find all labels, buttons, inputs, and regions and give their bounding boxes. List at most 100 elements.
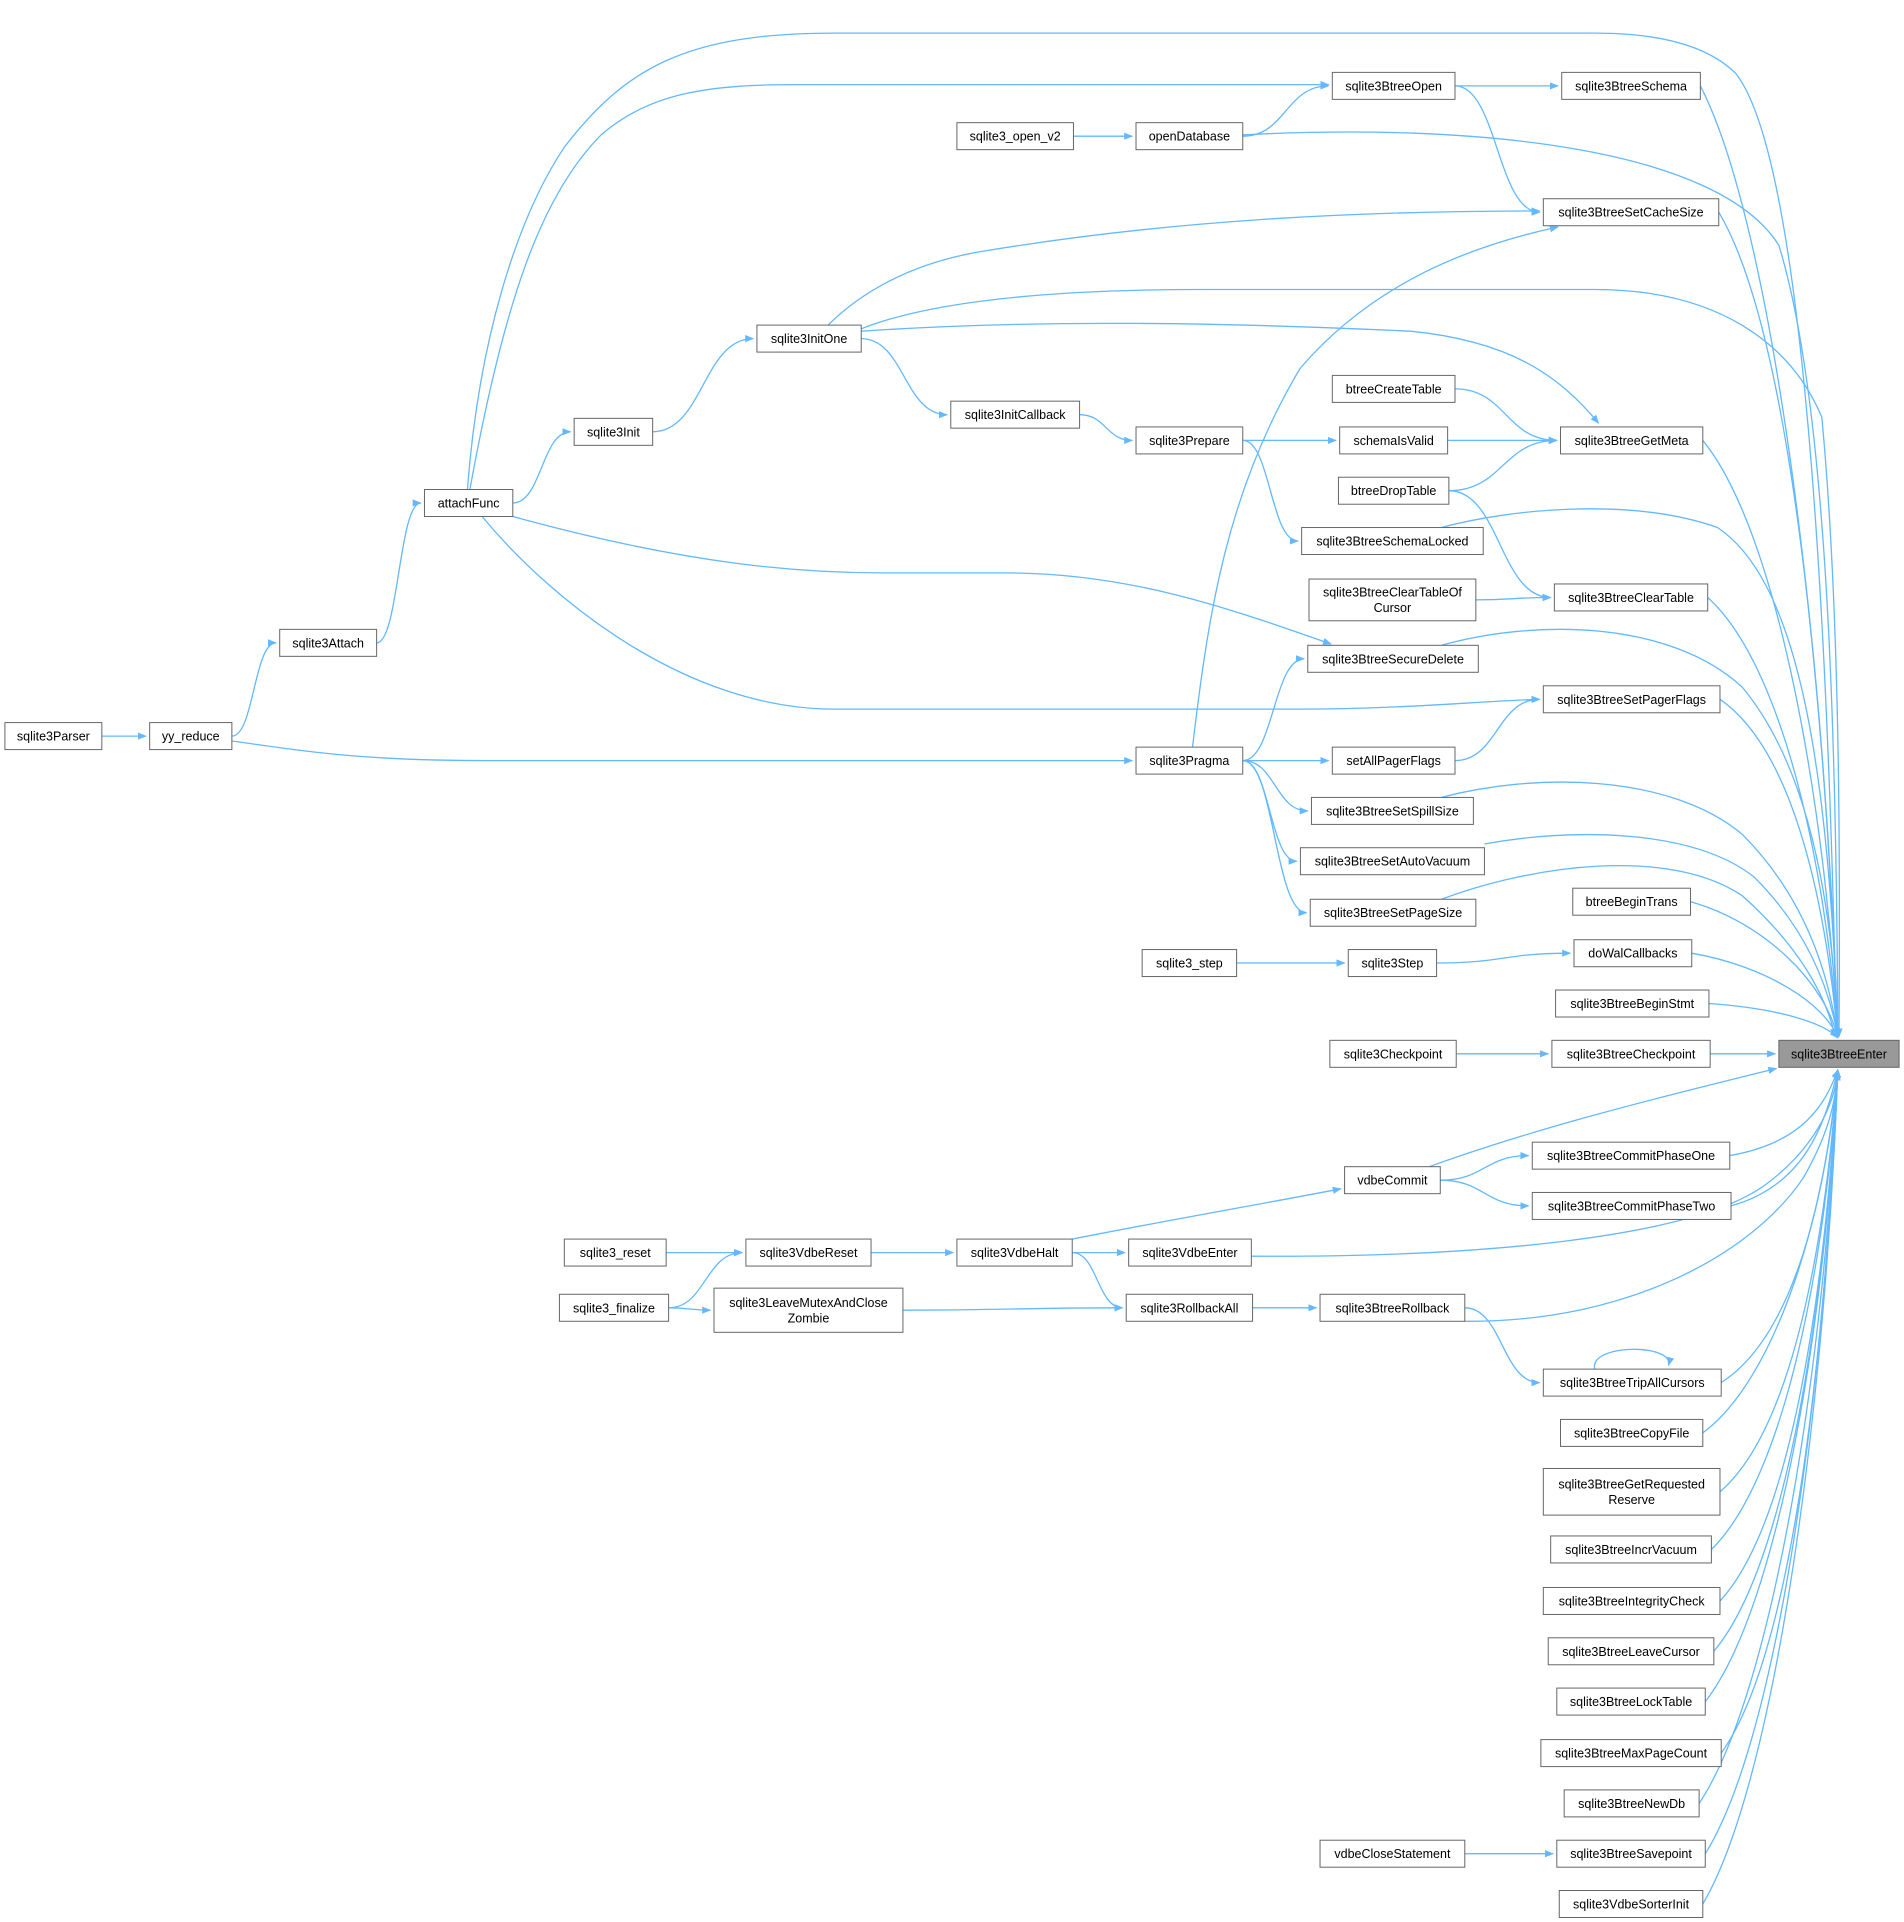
node-label: sqlite3BtreeGetRequested bbox=[1558, 1478, 1705, 1492]
node-vdbeCommit[interactable]: vdbeCommit bbox=[1344, 1166, 1441, 1195]
node-label: sqlite3BtreeSetAutoVacuum bbox=[1315, 855, 1470, 869]
node-label: sqlite3InitOne bbox=[771, 332, 847, 346]
node-box bbox=[956, 1238, 1073, 1267]
node-sqlite3VdbeEnter[interactable]: sqlite3VdbeEnter bbox=[1128, 1238, 1252, 1267]
node-label: sqlite3BtreeSetSpillSize bbox=[1326, 804, 1459, 818]
node-box bbox=[1561, 71, 1701, 100]
node-sqlite3BtreeCopyFile[interactable]: sqlite3BtreeCopyFile bbox=[1559, 1418, 1704, 1447]
node-box bbox=[1542, 1368, 1722, 1397]
node-sqlite3BtreeSetPagerFlags[interactable]: sqlite3BtreeSetPagerFlags bbox=[1542, 685, 1721, 714]
node-sqlite3Attach[interactable]: sqlite3Attach bbox=[279, 628, 378, 657]
node-sqlite3BtreeSetAutoVacuum[interactable]: sqlite3BtreeSetAutoVacuum bbox=[1299, 847, 1485, 876]
edge-vdbeCommit-to-sqlite3BtreeCommitPhaseTwo bbox=[1440, 1179, 1530, 1210]
node-box bbox=[423, 488, 514, 517]
node-sqlite3BtreeGetMeta[interactable]: sqlite3BtreeGetMeta bbox=[1559, 426, 1704, 455]
node-box bbox=[745, 1238, 872, 1267]
node-box bbox=[1550, 1535, 1712, 1564]
node-vdbeCloseStatement[interactable]: vdbeCloseStatement bbox=[1319, 1839, 1466, 1868]
node-label: vdbeCommit bbox=[1357, 1174, 1428, 1188]
node-box bbox=[1551, 1039, 1711, 1068]
node-sqlite3BtreeSchemaLocked[interactable]: sqlite3BtreeSchemaLocked bbox=[1301, 527, 1484, 556]
node-sqlite3BtreeSavepoint[interactable]: sqlite3BtreeSavepoint bbox=[1556, 1839, 1706, 1868]
node-setAllPagerFlags[interactable]: setAllPagerFlags bbox=[1331, 746, 1456, 775]
node-sqlite3VdbeHalt[interactable]: sqlite3VdbeHalt bbox=[956, 1238, 1073, 1267]
node-sqlite3BtreeRollback[interactable]: sqlite3BtreeRollback bbox=[1319, 1293, 1466, 1322]
node-sqlite3_reset[interactable]: sqlite3_reset bbox=[563, 1238, 667, 1267]
node-yy_reduce[interactable]: yy_reduce bbox=[149, 722, 233, 751]
node-sqlite3Pragma[interactable]: sqlite3Pragma bbox=[1135, 746, 1244, 775]
node-label: sqlite3_finalize bbox=[573, 1301, 655, 1315]
node-box bbox=[1319, 1293, 1466, 1322]
node-attachFunc[interactable]: attachFunc bbox=[423, 488, 514, 517]
node-sqlite3BtreeEnter[interactable]: sqlite3BtreeEnter bbox=[1778, 1039, 1900, 1068]
node-sqlite3BtreeSetCacheSize[interactable]: sqlite3BtreeSetCacheSize bbox=[1542, 198, 1720, 227]
node-sqlite3BtreeSetSpillSize[interactable]: sqlite3BtreeSetSpillSize bbox=[1310, 796, 1474, 825]
node-sqlite3VdbeReset[interactable]: sqlite3VdbeReset bbox=[745, 1238, 872, 1267]
node-sqlite3Step[interactable]: sqlite3Step bbox=[1347, 949, 1438, 978]
edge-sqlite3BtreeSetPagerFlags-to-sqlite3BtreeEnter bbox=[1719, 698, 1841, 1039]
node-box bbox=[573, 417, 654, 446]
node-box bbox=[1547, 1637, 1715, 1666]
edge-sqlite3Pragma-to-sqlite3BtreeSetSpillSize bbox=[1242, 759, 1309, 815]
node-box bbox=[1347, 949, 1438, 978]
node-sqlite3BtreeCommitPhaseOne[interactable]: sqlite3BtreeCommitPhaseOne bbox=[1531, 1141, 1731, 1170]
node-sqlite3Parser[interactable]: sqlite3Parser bbox=[4, 722, 103, 751]
node-label: sqlite3BtreeEnter bbox=[1791, 1047, 1887, 1061]
node-sqlite3BtreeIntegrityCheck[interactable]: sqlite3BtreeIntegrityCheck bbox=[1542, 1586, 1721, 1615]
node-sqlite3Prepare[interactable]: sqlite3Prepare bbox=[1135, 426, 1244, 455]
node-sqlite3_step[interactable]: sqlite3_step bbox=[1141, 949, 1238, 978]
node-sqlite3_open_v2[interactable]: sqlite3_open_v2 bbox=[956, 122, 1074, 151]
node-schemaIsValid[interactable]: schemaIsValid bbox=[1339, 426, 1449, 455]
node-sqlite3Init[interactable]: sqlite3Init bbox=[573, 417, 654, 446]
node-sqlite3BtreeLockTable[interactable]: sqlite3BtreeLockTable bbox=[1556, 1687, 1706, 1716]
node-label: sqlite3BtreeCheckpoint bbox=[1567, 1047, 1696, 1061]
node-sqlite3BtreeOpen[interactable]: sqlite3BtreeOpen bbox=[1331, 71, 1456, 100]
node-btreeBeginTrans[interactable]: btreeBeginTrans bbox=[1572, 887, 1692, 916]
edge-sqlite3BtreeNewDb-to-sqlite3BtreeEnter bbox=[1698, 1068, 1842, 1804]
node-sqlite3VdbeSorterInit[interactable]: sqlite3VdbeSorterInit bbox=[1558, 1890, 1704, 1918]
node-label: sqlite3_reset bbox=[580, 1246, 651, 1260]
node-label: btreeDropTable bbox=[1351, 484, 1437, 498]
edge-sqlite3BtreeClearTableOfCursor-to-sqlite3BtreeClearTable bbox=[1475, 593, 1552, 602]
node-openDatabase[interactable]: openDatabase bbox=[1135, 122, 1244, 151]
node-label: sqlite3Checkpoint bbox=[1344, 1047, 1443, 1061]
node-sqlite3RollbackAll[interactable]: sqlite3RollbackAll bbox=[1125, 1293, 1254, 1322]
node-sqlite3BtreeClearTable[interactable]: sqlite3BtreeClearTable bbox=[1553, 583, 1709, 612]
node-doWalCallbacks[interactable]: doWalCallbacks bbox=[1573, 939, 1693, 968]
node-sqlite3Checkpoint[interactable]: sqlite3Checkpoint bbox=[1329, 1039, 1457, 1068]
node-box bbox=[713, 1287, 904, 1333]
node-label: sqlite3VdbeReset bbox=[759, 1246, 858, 1260]
node-label: sqlite3BtreeSchema bbox=[1575, 79, 1687, 93]
node-sqlite3InitCallback[interactable]: sqlite3InitCallback bbox=[950, 400, 1081, 429]
node-box bbox=[1542, 1467, 1721, 1516]
edge-sqlite3InitOne-to-sqlite3InitCallback bbox=[861, 337, 948, 419]
node-label: btreeBeginTrans bbox=[1586, 895, 1678, 909]
node-sqlite3BtreeNewDb[interactable]: sqlite3BtreeNewDb bbox=[1563, 1789, 1700, 1818]
node-sqlite3BtreeCheckpoint[interactable]: sqlite3BtreeCheckpoint bbox=[1551, 1039, 1711, 1068]
node-sqlite3BtreeTripAllCursors[interactable]: sqlite3BtreeTripAllCursors bbox=[1542, 1368, 1722, 1397]
node-sqlite3BtreeSecureDelete[interactable]: sqlite3BtreeSecureDelete bbox=[1307, 644, 1479, 673]
node-sqlite3BtreeLeaveCursor[interactable]: sqlite3BtreeLeaveCursor bbox=[1547, 1637, 1715, 1666]
node-label: sqlite3InitCallback bbox=[965, 408, 1066, 422]
node-sqlite3BtreeSetPageSize[interactable]: sqlite3BtreeSetPageSize bbox=[1309, 898, 1477, 927]
node-box bbox=[1563, 1789, 1700, 1818]
node-btreeDropTable[interactable]: btreeDropTable bbox=[1337, 476, 1450, 505]
node-sqlite3BtreeMaxPageCount[interactable]: sqlite3BtreeMaxPageCount bbox=[1540, 1739, 1722, 1768]
node-sqlite3InitOne[interactable]: sqlite3InitOne bbox=[756, 324, 862, 353]
node-label: sqlite3BtreeSetPageSize bbox=[1324, 906, 1462, 920]
node-label: sqlite3RollbackAll bbox=[1140, 1301, 1238, 1315]
node-sqlite3BtreeIncrVacuum[interactable]: sqlite3BtreeIncrVacuum bbox=[1550, 1535, 1712, 1564]
edge-vdbeCommit-to-sqlite3BtreeCommitPhaseOne bbox=[1440, 1152, 1530, 1181]
node-btreeCreateTable[interactable]: btreeCreateTable bbox=[1331, 374, 1456, 403]
node-sqlite3_finalize[interactable]: sqlite3_finalize bbox=[558, 1293, 670, 1322]
node-sqlite3BtreeSchema[interactable]: sqlite3BtreeSchema bbox=[1561, 71, 1701, 100]
node-box bbox=[1542, 198, 1720, 227]
edge-sqlite3_finalize-to-sqlite3LeaveMutexAndCloseZombie bbox=[668, 1306, 712, 1314]
node-sqlite3BtreeCommitPhaseTwo[interactable]: sqlite3BtreeCommitPhaseTwo bbox=[1531, 1191, 1732, 1220]
node-label: btreeCreateTable bbox=[1346, 382, 1442, 396]
node-box bbox=[1299, 847, 1485, 876]
node-sqlite3BtreeBeginStmt[interactable]: sqlite3BtreeBeginStmt bbox=[1555, 989, 1710, 1018]
